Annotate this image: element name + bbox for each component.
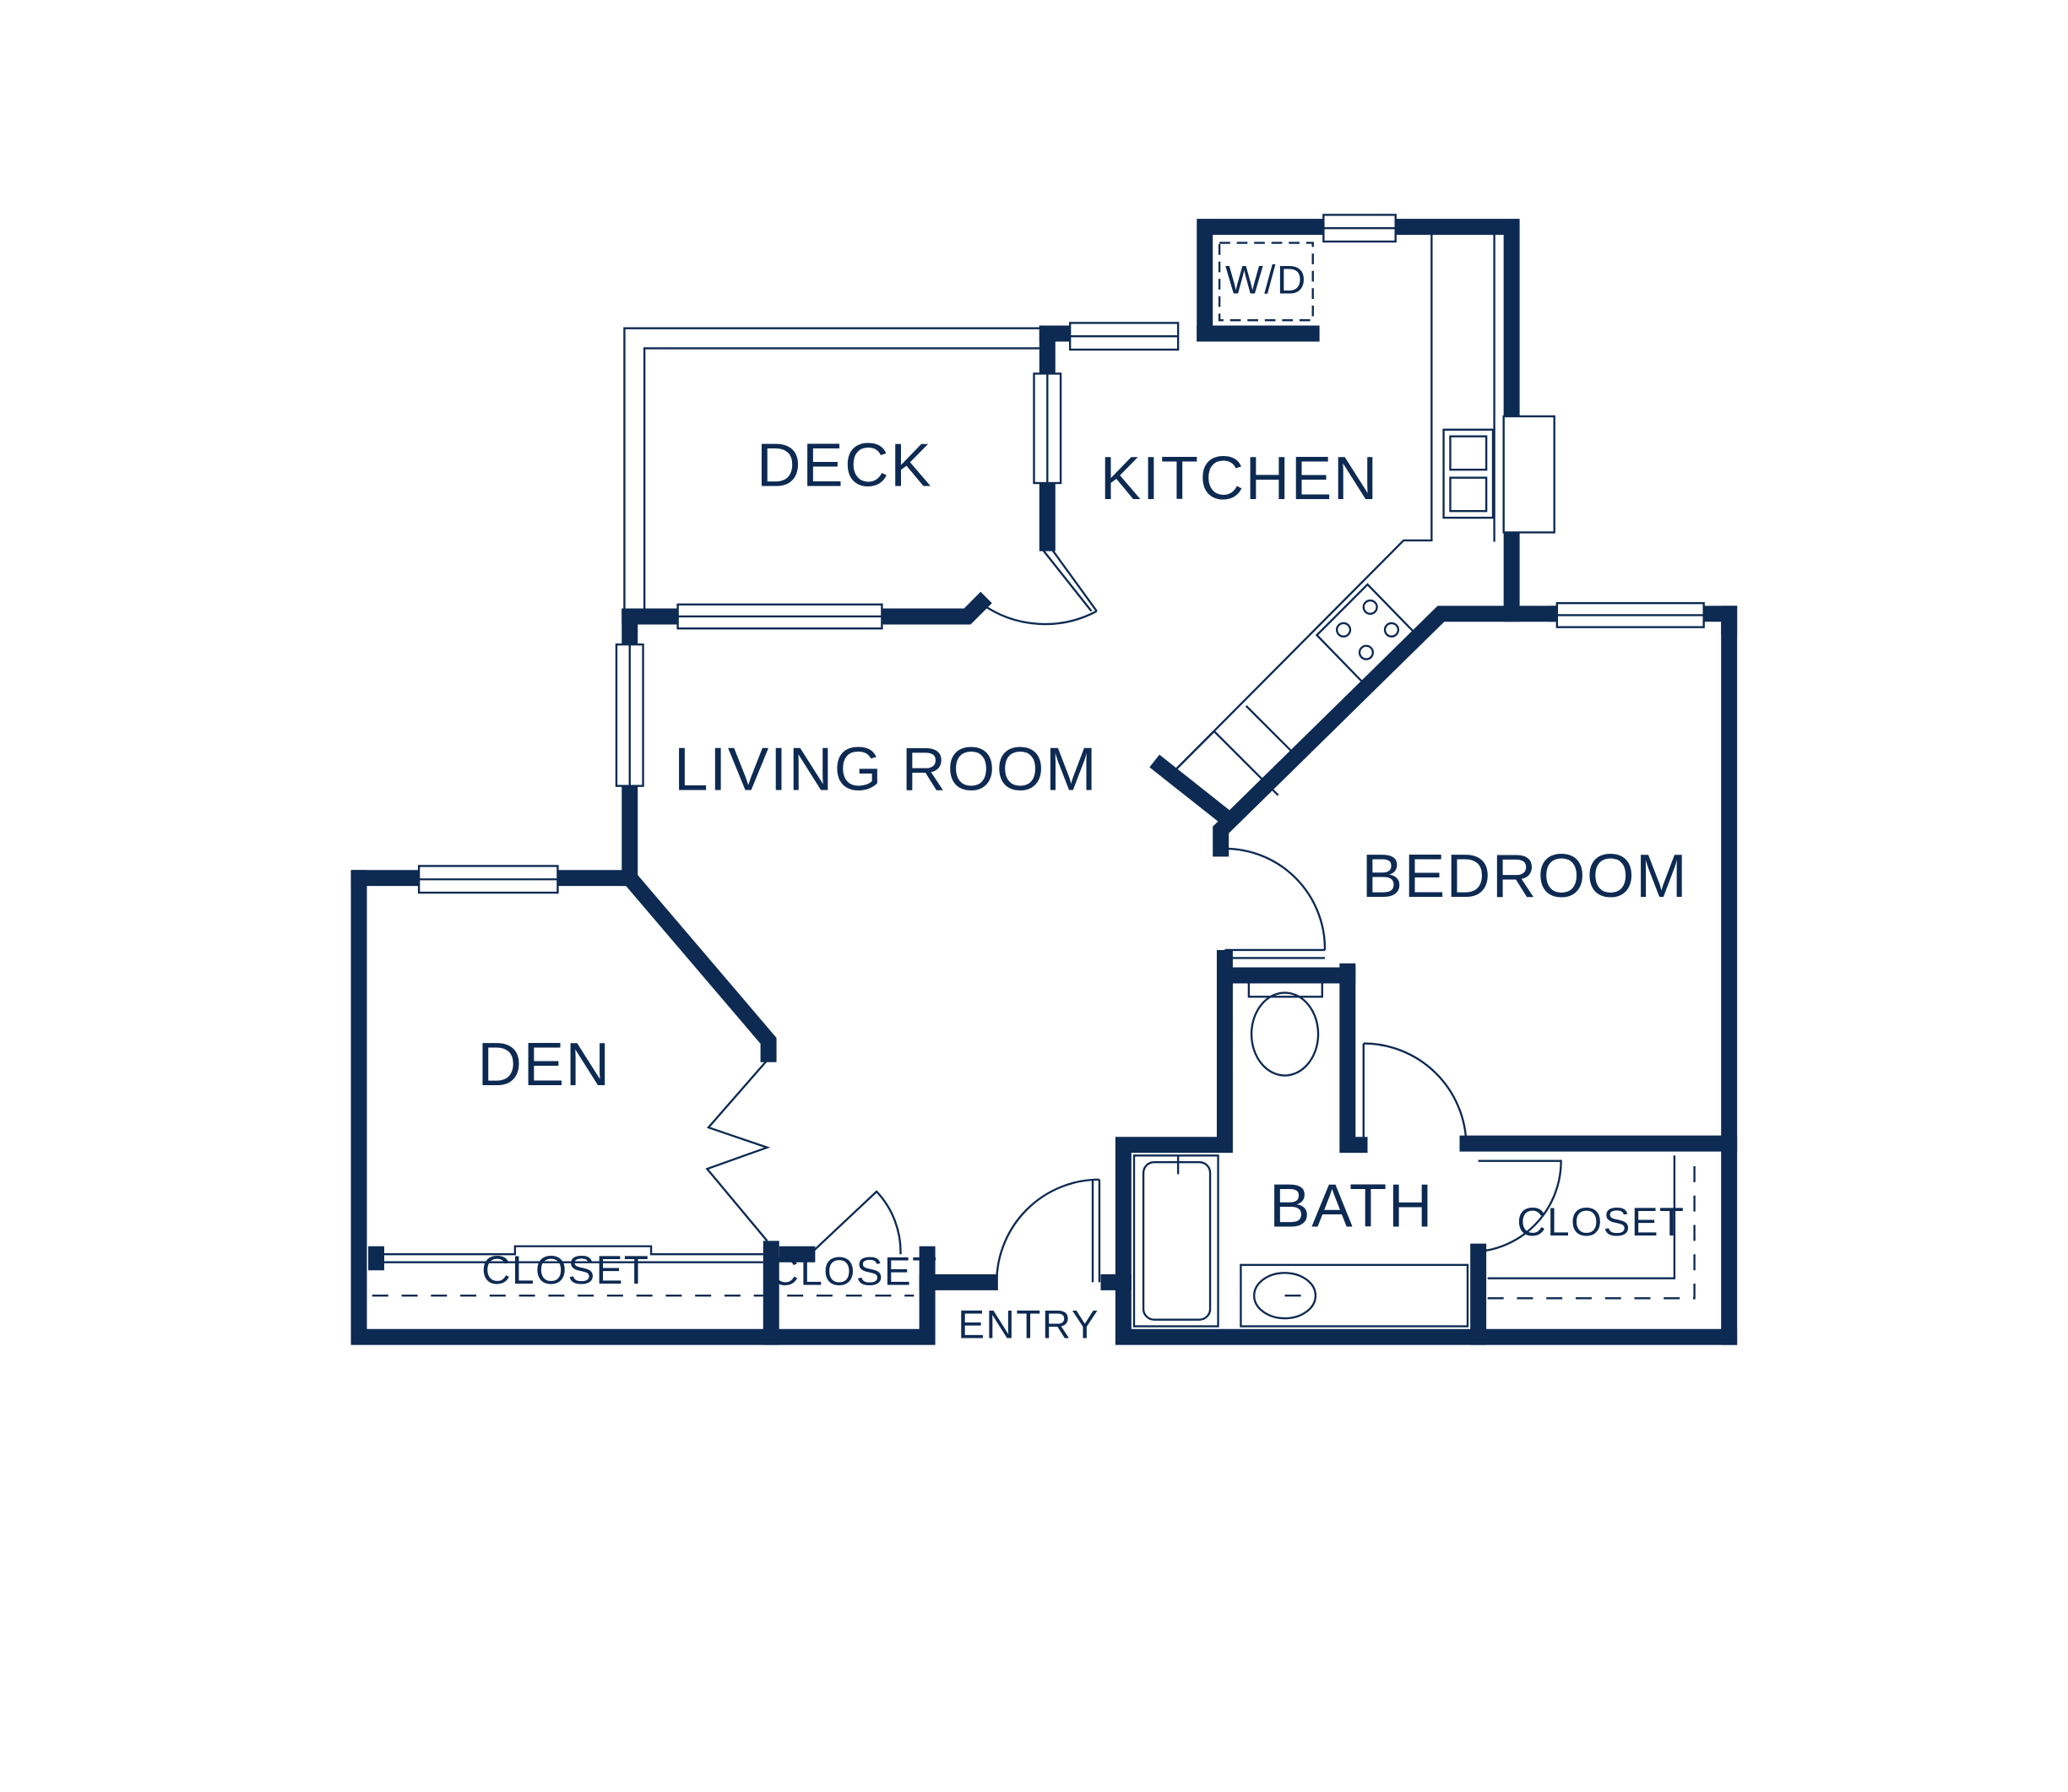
deck-door-swing [980,602,1098,626]
entry-closet-door-swing [809,1190,902,1256]
windows [417,214,1705,894]
bath-door-swing [1363,1042,1468,1145]
label-bedroom-closet: CLOSET [1517,1200,1685,1245]
toilet-bowl [1250,991,1320,1077]
bedroom-closet-door-swing [1478,1159,1562,1253]
label-entry-closet: CLOSET [770,1249,938,1294]
kitchen-counter [1173,226,1433,773]
window-kitchen-right [1502,415,1555,534]
vanity [1240,1263,1469,1328]
label-living-room: LIVING ROOM [674,736,1098,804]
bedroom-door-swing [1224,847,1327,951]
label-den: DEN [478,1030,611,1099]
wall-bath-left [1115,949,1233,1290]
wall-toilet-right [1339,963,1368,1154]
den-bifold-door [705,1053,773,1242]
sink-bowl [1253,1272,1317,1320]
toilet-tank [1247,980,1323,998]
wall-living-top-right [872,591,992,625]
wall-kitchen-diagonal-end [1149,754,1236,828]
washer-dryer [1218,242,1314,322]
label-kitchen: KITCHEN [1100,444,1379,513]
den-closet-front [376,1245,763,1256]
label-entry: ENTRY [958,1303,1099,1348]
wall-den-outer [350,870,936,1345]
labels: DECK KITCHEN W/D LIVING ROOM BEDROOM DEN… [478,258,1689,1348]
wall-den-top-right [549,870,777,1062]
bathtub [1132,1154,1219,1328]
wall-bath-outer [1100,1273,1738,1345]
wall-kitchen-diagonal [1213,605,1738,857]
fixtures [372,226,1696,1328]
label-bedroom: BEDROOM [1362,842,1689,910]
refrigerator [1173,730,1279,796]
label-bath: BATH [1269,1171,1434,1240]
kitchen-sink [1442,428,1495,519]
label-wd: W/D [1225,258,1307,303]
entry-door-swing [996,1178,1099,1283]
deck-railing [623,327,1048,616]
wall-kitchen-top [1197,219,1520,425]
label-deck: DECK [757,431,932,499]
walls [350,219,1738,1345]
label-den-closet: CLOSET [481,1248,649,1293]
kitchen-range [1315,583,1419,687]
